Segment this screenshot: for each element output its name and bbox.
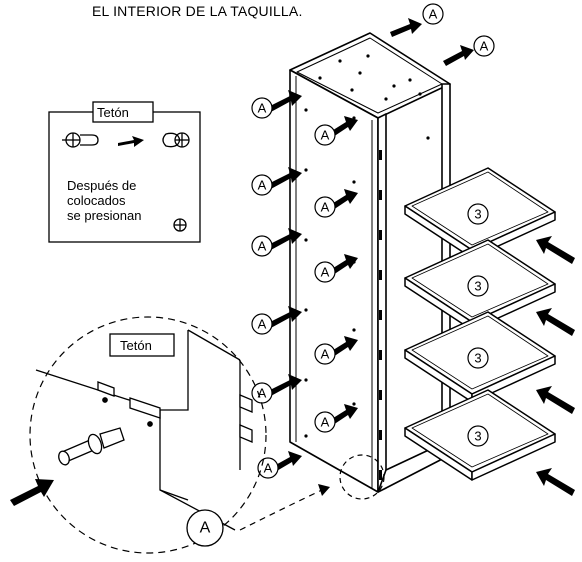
peg-marker-labels: A A A A A A A A A A A A A [258,7,489,476]
peg-marker-label: A [258,101,267,116]
peg-marker-label: A [321,347,330,362]
arrow-icon [118,136,144,147]
hole-pattern [304,54,430,438]
peg-marker-label: A [429,7,438,22]
detail-arrow [10,479,54,506]
detail-view [35,329,253,531]
press-symbol-icon [173,218,187,232]
shelf-arrows [536,236,575,496]
detail-marker-label: A [200,520,211,537]
peg-marker-label: A [321,415,330,430]
legend-note-line2: colocados [67,193,126,208]
peg-marker-label: A [258,178,267,193]
peg-marker-label: A [321,265,330,280]
shelf-markers [467,203,489,447]
legend-note-line3: se presionan [67,208,141,223]
peg-marker-label: A [258,386,267,401]
legend-box: Tetón Después de colocados se presionan [48,101,201,243]
shelf-marker-label: 3 [474,429,481,444]
detail-marker: A [186,509,224,547]
pressed-peg-icon [162,132,190,148]
caption: EL INTERIOR DE LA TAQUILLA. [92,3,303,19]
peg-arrows [266,18,474,472]
legend-title: Tetón [97,105,129,120]
detail-label-text: Tetón [120,338,152,353]
legend-note-line1: Después de [67,178,136,193]
detail-label: Tetón [109,333,175,357]
peg-marker-label: A [480,39,489,54]
detail-callout [29,316,385,554]
peg-icon [62,132,99,148]
shelf-marker-label: 3 [474,207,481,222]
peg-marker-label: A [258,239,267,254]
peg-marker-label: A [258,317,267,332]
peg-marker-label: A [264,461,273,476]
shelf-marker-label: 3 [474,279,481,294]
peg-marker-label: A [321,128,330,143]
upright-slots [379,150,382,480]
peg-detail-icon [58,427,125,466]
peg-markers [251,3,495,479]
peg-marker-label: A [321,200,330,215]
shelf-marker-label: 3 [474,351,481,366]
